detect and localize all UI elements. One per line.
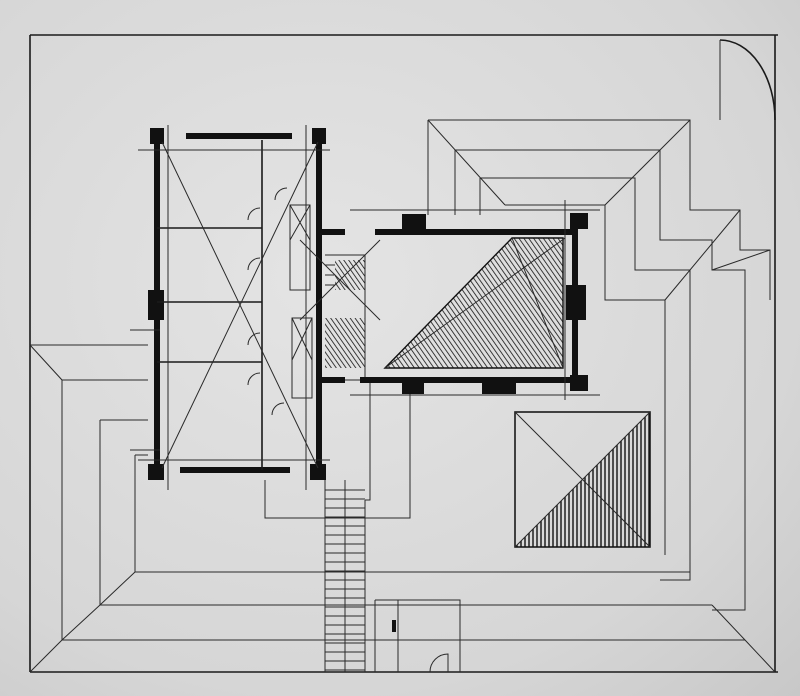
- pavilion: [514, 411, 651, 548]
- middle-building: [318, 200, 600, 400]
- gate-arc: [719, 39, 776, 121]
- entry-stairs: [324, 480, 461, 673]
- left-terraces: [29, 344, 776, 673]
- right-terraces: [427, 119, 771, 611]
- left-building: [130, 125, 330, 490]
- site-boundary: [29, 34, 778, 673]
- core: [299, 239, 381, 381]
